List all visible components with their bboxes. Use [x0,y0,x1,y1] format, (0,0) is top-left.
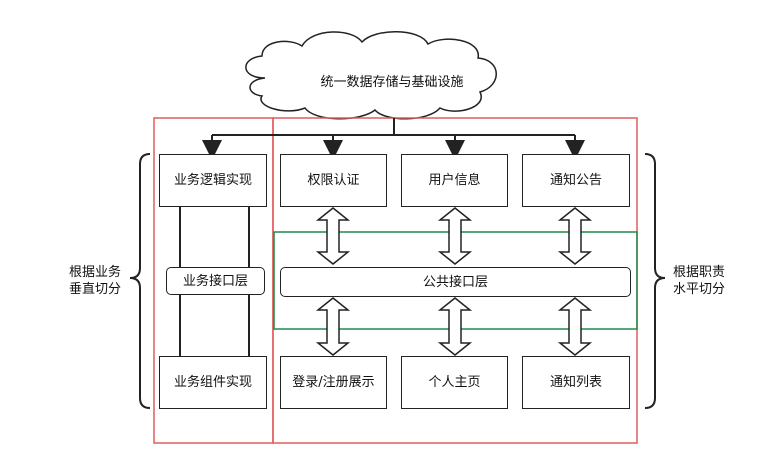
business-logic-box: 业务逻辑实现 [159,154,267,207]
notice-box: 通知公告 [522,154,630,207]
double-arrows [315,207,593,356]
double-arrow-lower-2 [437,297,473,356]
right-side-label-line-1: 根据职责 [672,265,725,280]
double-arrow-upper-1 [315,207,351,265]
cloud-label: 统一数据存储与基础设施 [320,74,464,90]
double-arrow-lower-1 [315,297,351,356]
right-side-label: 根据职责 水平切分 [666,263,732,299]
left-brace [129,153,151,409]
personal-home-box: 个人主页 [401,356,508,409]
cloud-connectors [202,118,585,160]
left-side-label-line-1: 根据业务 [68,265,121,280]
business-interface-box: 业务接口层 [166,267,265,295]
right-side-label-line-2: 水平切分 [672,282,725,297]
user-info-box: 用户信息 [401,154,508,207]
login-register-box: 登录/注册展示 [280,356,387,409]
double-arrow-upper-3 [557,207,593,265]
double-arrow-lower-3 [557,297,593,356]
left-side-label: 根据业务 垂直切分 [62,263,128,299]
cloud-shape [245,31,497,120]
notice-list-box: 通知列表 [522,356,630,409]
double-arrow-upper-2 [437,207,473,265]
business-component-box: 业务组件实现 [159,356,267,409]
public-interface-box: 公共接口层 [280,267,631,297]
auth-box: 权限认证 [280,154,387,207]
left-side-label-line-2: 垂直切分 [68,282,121,297]
right-brace [644,153,666,409]
